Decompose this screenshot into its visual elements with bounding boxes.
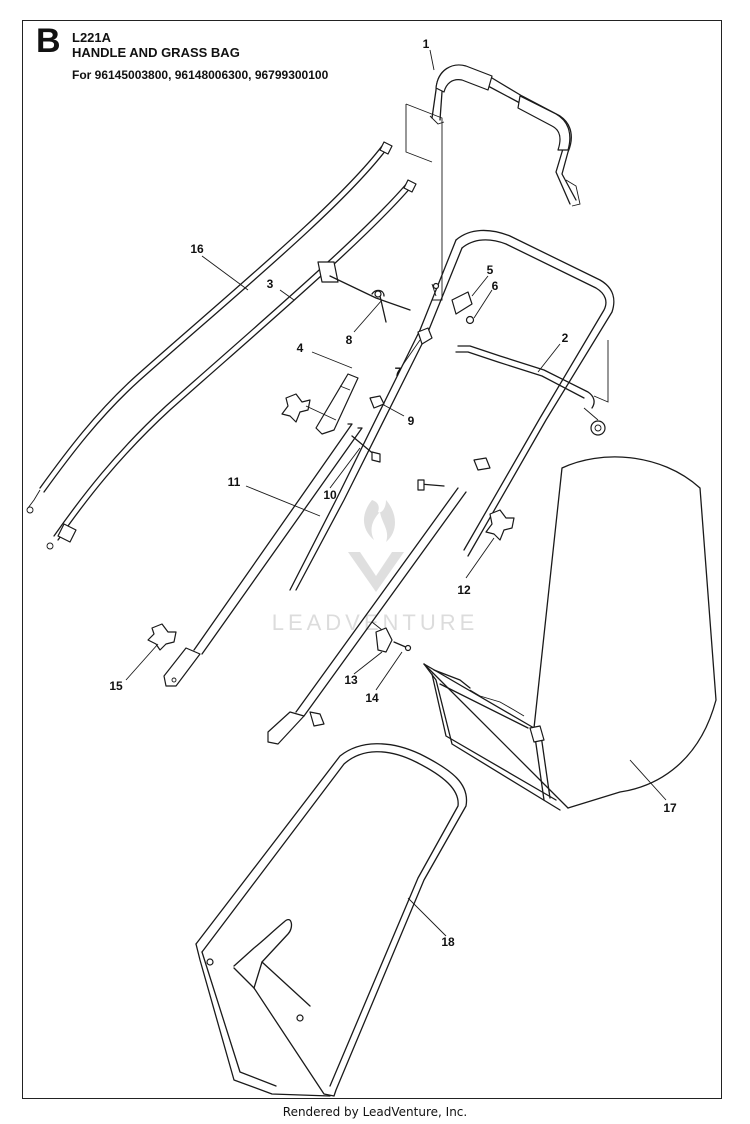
callout-13: 13 — [344, 673, 358, 687]
right-lower-tube — [267, 457, 491, 745]
section-letter: B — [36, 22, 61, 60]
callout-6: 6 — [492, 279, 499, 293]
cable-clip — [317, 261, 411, 311]
callout-labels: 1 2 3 4 5 6 7 8 9 10 11 12 13 14 15 16 1… — [109, 37, 677, 949]
star-knob-left — [281, 393, 337, 423]
lever-bracket — [315, 373, 359, 435]
callout-17: 17 — [663, 801, 677, 815]
callout-9: 9 — [408, 414, 415, 428]
callout-7: 7 — [395, 365, 402, 379]
control-cables — [26, 141, 417, 550]
diagram-code: L221A — [72, 30, 112, 45]
callout-12: 12 — [457, 583, 471, 597]
callout-15: 15 — [109, 679, 123, 693]
callout-4: 4 — [297, 341, 304, 355]
left-lower-tube — [163, 423, 363, 687]
callout-2: 2 — [562, 331, 569, 345]
star-knob-right — [485, 509, 515, 541]
leader-lines — [125, 49, 667, 937]
callout-14: 14 — [365, 691, 379, 705]
callout-18: 18 — [441, 935, 455, 949]
upper-knob — [417, 327, 433, 345]
bag-frame — [195, 743, 468, 1097]
bolt-8 — [374, 290, 387, 323]
star-knob-15 — [147, 623, 177, 651]
watermark-text: LEADVENTURE — [272, 610, 479, 635]
footer-credit: Rendered by LeadVenture, Inc. — [282, 1105, 468, 1119]
decal-plates — [405, 103, 609, 403]
grass-bag — [423, 456, 717, 811]
lower-handle-frame — [289, 229, 615, 591]
nut-9 — [369, 395, 385, 409]
callout-1: 1 — [423, 37, 430, 51]
upper-handle — [429, 64, 581, 207]
carriage-bolt — [351, 435, 445, 491]
callout-11: 11 — [228, 475, 241, 489]
latch-plate — [431, 282, 475, 325]
callout-3: 3 — [267, 277, 274, 291]
callout-5: 5 — [487, 263, 494, 277]
leadventure-watermark: LEADVENTURE — [272, 500, 479, 635]
diagram-title: HANDLE AND GRASS BAG — [72, 45, 240, 60]
model-numbers: For 96145003800, 96148006300, 9679930010… — [72, 68, 329, 82]
callout-10: 10 — [323, 488, 337, 502]
cable-clip-13 — [371, 621, 412, 653]
callout-8: 8 — [346, 333, 353, 347]
callout-16: 16 — [190, 242, 204, 256]
diagram-frame — [22, 20, 722, 1099]
